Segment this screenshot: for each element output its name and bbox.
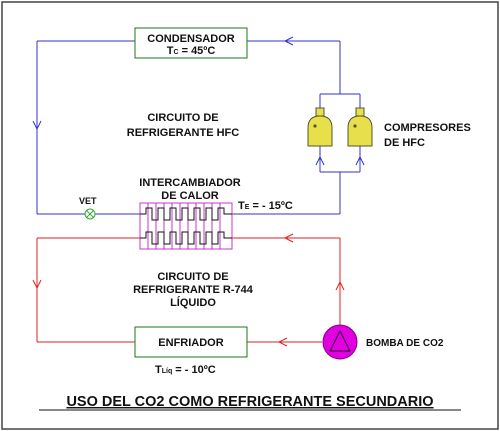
co2-circuit-label-1: CIRCUITO DE (157, 271, 228, 283)
compressors-label-2: DE HFC (384, 137, 425, 149)
co2-circuit-label-3: LÍQUIDO (170, 296, 216, 309)
co2-arrows (32, 233, 345, 347)
co2-circuit-lines (36, 237, 341, 343)
compressor-2 (347, 107, 373, 147)
hfc-circuit-label-1: CIRCUITO DE (147, 112, 218, 124)
pump-label: BOMBA DE CO2 (366, 338, 444, 349)
expansion-valve (84, 208, 96, 220)
exchanger-co2-coil (140, 231, 232, 245)
hfc-circuit-label-2: REFRIGERANTE HFC (127, 127, 240, 139)
exchanger-label-1: INTERCAMBIADOR (139, 177, 240, 189)
liquid-temp: TLíq = - 10ºC (155, 364, 216, 376)
evap-temp: TE = - 15ºC (238, 200, 293, 212)
arrow-comp2-up (355, 155, 365, 166)
diagram-title: USO DEL CO2 COMO REFRIGERANTE SECUNDARIO (66, 394, 433, 410)
hfc-circuit-lines (36, 40, 361, 215)
exchanger-label-2: DE CALOR (161, 190, 219, 202)
cooler-label: ENFRIADOR (158, 337, 223, 349)
condenser-temp: TC = 45ºC (167, 45, 216, 57)
arrow-co2-top (283, 233, 294, 243)
compressor-1 (307, 107, 333, 147)
co2-circuit-label-2: REFRIGERANTE R-744 (133, 284, 254, 296)
condenser-label: CONDENSADOR (147, 33, 234, 45)
arrow-comp1-up (315, 155, 325, 166)
cooler-box (134, 326, 248, 358)
heat-exchanger (139, 202, 233, 250)
hfc-arrows (32, 36, 365, 166)
arrow-co2-left-down (32, 279, 42, 290)
exchanger-body (139, 202, 233, 250)
compressor-icon (307, 115, 333, 147)
condenser-box (134, 27, 248, 59)
compressors-label-1: COMPRESORES (384, 122, 471, 134)
valve-label: VET (79, 196, 97, 206)
arrow-top-left (283, 36, 294, 46)
arrow-co2-bottom-left (277, 337, 288, 347)
arrow-left-down (32, 120, 42, 131)
arrow-co2-right-up (335, 280, 345, 291)
exchanger-hfc-coil (140, 207, 232, 221)
compressor-icon (347, 115, 373, 147)
co2-pump (322, 324, 358, 360)
